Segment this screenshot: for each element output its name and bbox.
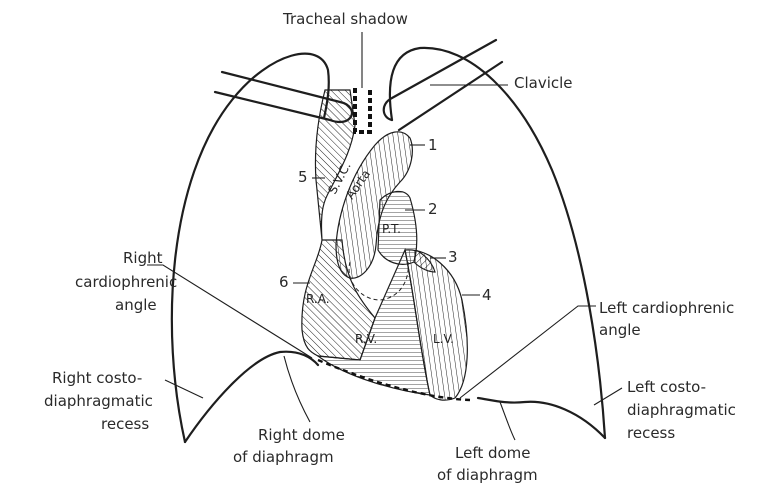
left-cardiophrenic-line1: Left cardiophrenic: [599, 299, 734, 317]
left-cardiophrenic-line2: angle: [599, 321, 641, 339]
right-cardiophrenic-line2: cardiophrenic: [75, 273, 177, 291]
number-6: 6: [279, 273, 289, 291]
pt-label: P.T.: [382, 222, 401, 236]
left-dome-line2: of diaphragm: [437, 466, 538, 484]
tracheal-shadow: [355, 88, 370, 132]
right-costo-line2: diaphragmatic: [44, 392, 153, 410]
clavicle-label: Clavicle: [514, 74, 573, 92]
ra-label: R.A.: [306, 292, 330, 306]
number-2: 2: [428, 200, 438, 218]
number-4: 4: [482, 286, 492, 304]
left-diaphragm-dome: [478, 398, 605, 438]
number-3: 3: [448, 248, 458, 266]
right-dome-line2: of diaphragm: [233, 448, 334, 466]
left-costo-line3: recess: [627, 424, 675, 442]
right-costo-line3: recess: [101, 415, 149, 433]
left-dome-line1: Left dome: [455, 444, 531, 462]
number-5: 5: [298, 168, 308, 186]
lv-label: L.V.: [433, 332, 454, 346]
left-cardiophrenic-leader: [460, 306, 596, 398]
left-dome-leader: [500, 402, 515, 440]
right-cardiophrenic-line1: Right: [123, 249, 163, 267]
left-costo-line2: diaphragmatic: [627, 401, 736, 419]
tracheal-shadow-label: Tracheal shadow: [282, 10, 408, 28]
right-costo-leader: [165, 380, 203, 398]
right-dome-leader: [284, 356, 310, 422]
right-costo-line1: Right costo-: [52, 369, 142, 387]
rv-label: R.V.: [355, 332, 377, 346]
right-dome-line1: Right dome: [258, 426, 345, 444]
number-1: 1: [428, 136, 438, 154]
left-costo-leader: [594, 388, 622, 405]
left-costo-line1: Left costo-: [627, 378, 706, 396]
right-cardiophrenic-line3: angle: [115, 296, 157, 314]
right-lung-outline: [172, 54, 329, 442]
